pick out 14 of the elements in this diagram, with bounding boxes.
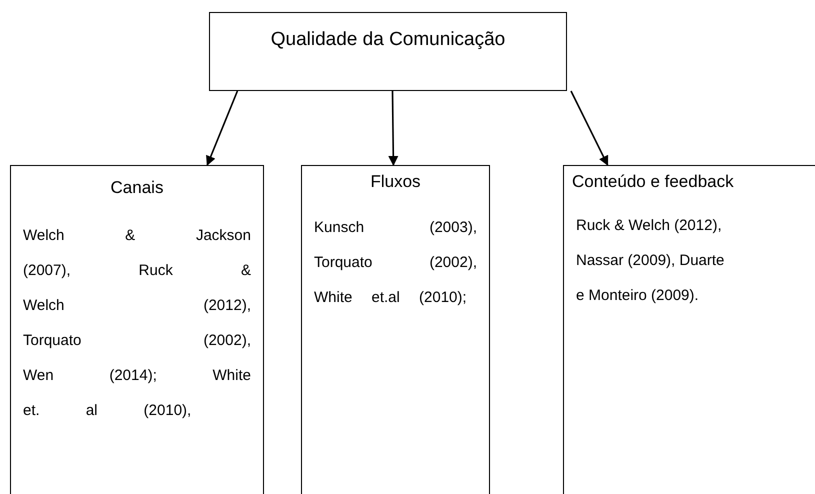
reference-list: Kunsch (2003), Torquato (2002), White et.al (2010); <box>314 210 477 315</box>
arrow <box>206 90 238 166</box>
arrow <box>570 90 608 166</box>
box-heading: Canais <box>110 178 164 198</box>
box-heading: Fluxos <box>369 172 422 192</box>
reference-list: Ruck & Welch (2012), Nassar (2009), Duarte e Monteiro (2009). <box>576 208 810 313</box>
box-title: Qualidade da Comunicação <box>270 29 506 52</box>
title-box <box>209 12 567 91</box>
category-box <box>10 165 264 494</box>
box-heading: Conteúdo e feedback <box>572 172 735 192</box>
arrow <box>388 90 398 166</box>
category-box <box>563 165 815 494</box>
category-box <box>301 165 490 494</box>
reference-list: Welch & Jackson (2007), Ruck & Welch (2012), Torquato (2002), Wen (2014); White et. al (2010), <box>23 218 251 428</box>
